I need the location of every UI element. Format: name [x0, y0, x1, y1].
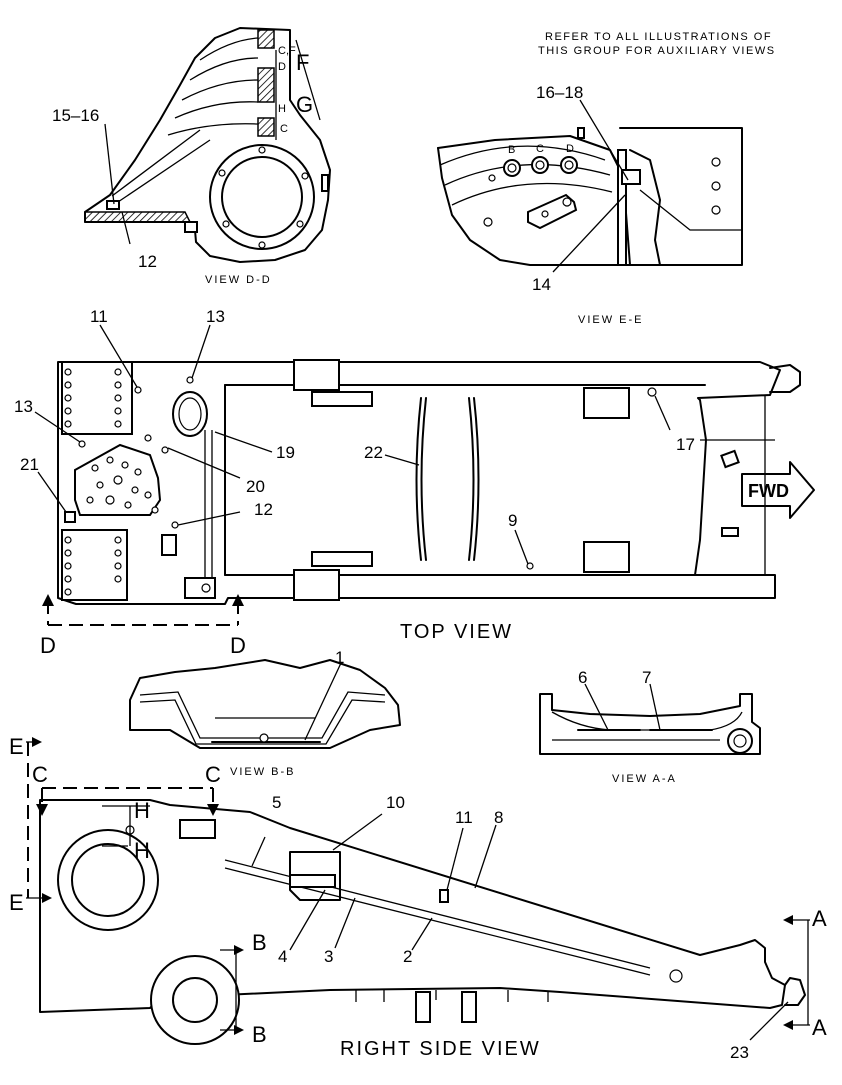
detail-letter-h: H	[278, 103, 286, 115]
section-marker-h-lower: H	[134, 838, 150, 863]
section-marker-c-left: C	[32, 762, 48, 787]
reference-note-line1: REFER TO ALL ILLUSTRATIONS OF	[545, 31, 772, 43]
callout-19: 19	[276, 443, 295, 462]
section-marker-c-right: C	[205, 762, 221, 787]
view-dd-title: VIEW D-D	[205, 274, 272, 286]
section-marker-d-left: D	[40, 633, 56, 658]
view-ee-title: VIEW E-E	[578, 314, 644, 326]
detail-letter-d: D	[278, 61, 286, 73]
callout-23: 23	[730, 1043, 749, 1062]
section-marker-e-lower: E	[9, 890, 24, 915]
right-side-view-title: RIGHT SIDE VIEW	[340, 1038, 541, 1060]
view-aa-title: VIEW A-A	[612, 773, 677, 785]
callout-6: 6	[578, 668, 587, 687]
section-marker-h-upper: H	[134, 798, 150, 823]
view-ee-drawing	[437, 99, 743, 273]
callout-7: 7	[642, 668, 651, 687]
callout-20: 20	[246, 477, 265, 496]
port-letter-c: C	[536, 143, 544, 155]
top-view-drawing	[34, 324, 815, 626]
callout-12-top: 12	[254, 500, 273, 519]
callout-16-18: 16–18	[536, 83, 583, 102]
callout-5: 5	[272, 793, 281, 812]
section-marker-d-right: D	[230, 633, 246, 658]
fwd-arrow-label: FWD	[748, 481, 789, 501]
section-marker-f: F	[296, 50, 309, 75]
callout-17: 17	[676, 435, 695, 454]
callout-12-dd: 12	[138, 252, 157, 271]
callout-3: 3	[324, 947, 333, 966]
callout-22: 22	[364, 443, 383, 462]
callout-9: 9	[508, 511, 517, 530]
reference-note-line2: THIS GROUP FOR AUXILIARY VIEWS	[538, 45, 776, 57]
section-marker-a-upper: A	[812, 906, 827, 931]
port-letter-b: B	[508, 144, 515, 156]
callout-21: 21	[20, 455, 39, 474]
callout-10: 10	[386, 793, 405, 812]
callout-13-top-a: 13	[206, 307, 225, 326]
view-aa-drawing	[539, 683, 761, 755]
right-side-view-drawing	[26, 737, 810, 1045]
detail-letter-cf: C,F	[278, 45, 296, 57]
callout-2: 2	[403, 947, 412, 966]
top-view-title: TOP VIEW	[400, 621, 513, 643]
view-dd-drawing	[84, 27, 331, 263]
callout-11-side: 11	[455, 808, 473, 827]
port-letter-d: D	[566, 143, 574, 155]
detail-letter-c: C	[280, 123, 288, 135]
view-bb-drawing	[129, 659, 401, 749]
section-marker-b-upper: B	[252, 930, 267, 955]
view-bb-title: VIEW B-B	[230, 766, 296, 778]
callout-13-top-b: 13	[14, 397, 33, 416]
section-marker-g: G	[296, 92, 313, 117]
callout-8: 8	[494, 808, 503, 827]
callout-14: 14	[532, 275, 551, 294]
callout-11-top: 11	[90, 307, 108, 326]
section-marker-b-lower: B	[252, 1022, 267, 1047]
section-marker-a-lower: A	[812, 1015, 827, 1040]
callout-4: 4	[278, 947, 287, 966]
callout-1: 1	[335, 648, 344, 667]
section-marker-e-upper: E	[9, 734, 24, 759]
callout-15-16: 15–16	[52, 106, 99, 125]
